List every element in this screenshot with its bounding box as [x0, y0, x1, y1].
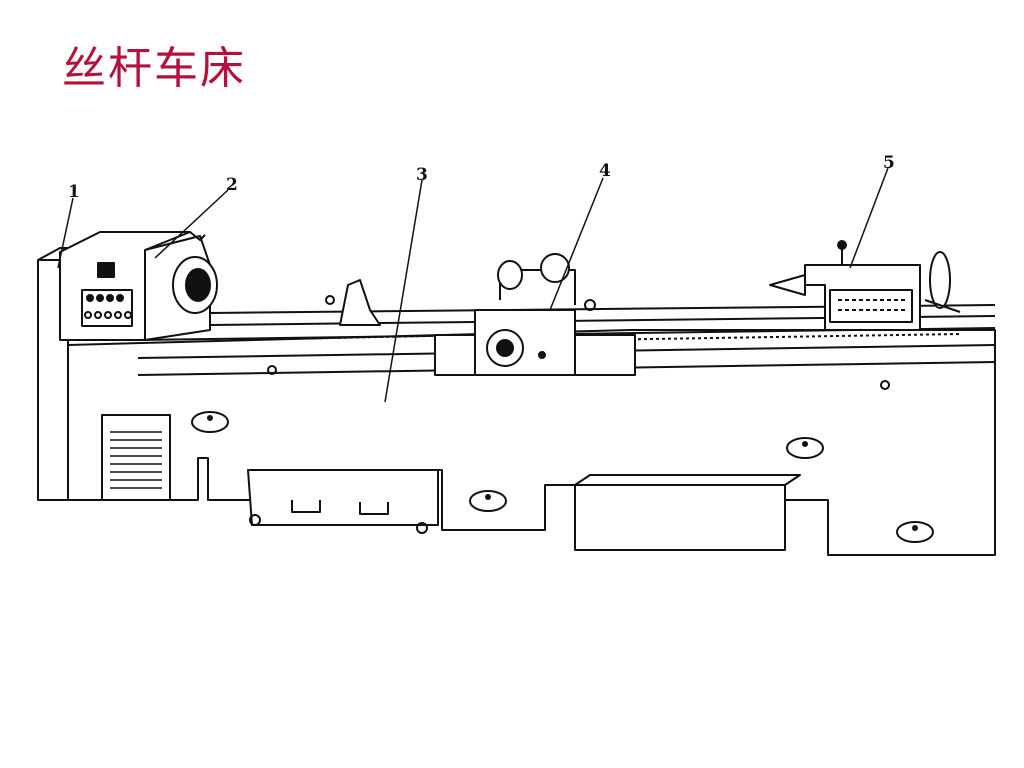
- callout-1: 1: [68, 182, 80, 202]
- callout-3: 3: [416, 165, 428, 185]
- cover-oval-2: [469, 490, 507, 512]
- callout-2: 2: [226, 175, 238, 195]
- slide-title: 丝杆车床: [62, 43, 246, 94]
- tool-post: [540, 253, 570, 283]
- tailstock-handwheel: [929, 251, 951, 309]
- vent-panel: [101, 414, 171, 501]
- cover-oval-1: [191, 411, 229, 433]
- lathe-diagram: 1 2 3 4 5: [30, 140, 1000, 600]
- callout-5: 5: [883, 153, 895, 173]
- steady-rest: [339, 279, 381, 326]
- storage-drawer: [574, 484, 786, 551]
- cover-oval-3: [786, 437, 824, 459]
- vent-slats: [110, 431, 162, 489]
- cover-oval-4: [896, 521, 934, 543]
- leader-lines: [57, 167, 889, 403]
- lathe-drawing: 1 2 3 4 5: [37, 153, 996, 556]
- callout-4: 4: [599, 161, 611, 181]
- chip-tray: [247, 469, 439, 526]
- tailstock-quill: [769, 274, 806, 296]
